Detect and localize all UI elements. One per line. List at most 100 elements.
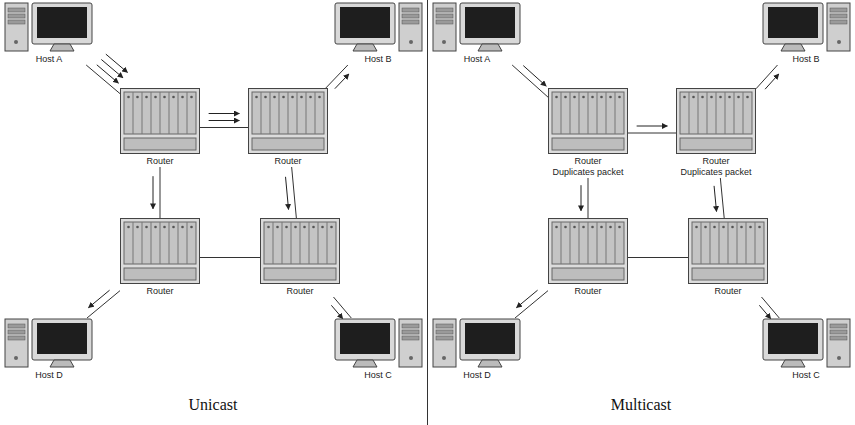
status-led: [321, 226, 324, 229]
packet-arrow: [88, 290, 109, 308]
card-cage: [124, 92, 196, 134]
card-slot: [261, 92, 262, 134]
card-slot: [755, 222, 756, 264]
router-icon: [677, 89, 756, 154]
status-led: [722, 226, 725, 229]
router-icon: [249, 89, 328, 154]
status-led: [136, 226, 139, 229]
packet-arrow: [637, 126, 668, 127]
card-slot: [570, 222, 571, 264]
status-led: [181, 226, 184, 229]
monitor-frame: [763, 319, 823, 360]
drive-bay: [436, 330, 453, 334]
network-link: [515, 290, 548, 318]
tower-case: [433, 319, 456, 367]
card-slot: [151, 92, 152, 134]
network-link: [714, 178, 724, 218]
packet-arrow: [209, 120, 240, 121]
card-slot: [561, 92, 562, 134]
host-icon: [761, 318, 851, 368]
router-chassis: [689, 219, 768, 284]
monitor-frame: [460, 319, 520, 360]
card-slot: [615, 92, 616, 134]
network-link: [153, 167, 160, 218]
card-slot: [734, 92, 735, 134]
card-slot: [187, 222, 188, 264]
status-led: [710, 96, 713, 99]
host-computer: Host B: [761, 2, 851, 65]
monitor-screen: [768, 323, 818, 354]
card-cage: [124, 222, 196, 264]
status-led: [190, 226, 193, 229]
router-label: Router: [146, 156, 173, 167]
host-computer: Host A: [432, 2, 522, 65]
status-led: [740, 226, 743, 229]
status-led: [737, 96, 740, 99]
router: Router: [260, 218, 340, 297]
monitor-screen: [37, 7, 87, 38]
drive-bay: [436, 14, 453, 18]
status-led: [555, 226, 558, 229]
power-band: [552, 138, 624, 150]
card-slot: [169, 92, 170, 134]
card-cage: [252, 92, 324, 134]
packet-arrow: [331, 305, 342, 318]
card-slot: [716, 92, 717, 134]
packet-arrow: [759, 305, 770, 318]
router-icon: [261, 219, 340, 284]
status-led: [172, 226, 175, 229]
card-slot: [698, 92, 699, 134]
packet-arrow: [714, 186, 716, 212]
card-slot: [689, 92, 690, 134]
card-slot: [743, 92, 744, 134]
monitor-frame: [335, 3, 395, 44]
drive-bay: [830, 330, 847, 334]
router-chassis: [261, 219, 340, 284]
status-led: [291, 96, 294, 99]
router-icon: [548, 218, 628, 284]
power-band: [692, 268, 764, 280]
card-slot: [570, 92, 571, 134]
status-led: [276, 226, 279, 229]
host-computer: Host C: [761, 318, 851, 381]
router-chassis: [549, 219, 628, 284]
status-led: [282, 96, 285, 99]
computer-icon: [335, 319, 422, 367]
card-slot: [707, 92, 708, 134]
network-link: [331, 297, 351, 319]
network-link: [286, 167, 297, 218]
packet-arrow: [106, 54, 128, 72]
status-led: [582, 96, 585, 99]
host-icon: [432, 2, 522, 52]
card-slot: [142, 92, 143, 134]
network-link: [326, 65, 349, 89]
drive-bay: [436, 336, 453, 340]
status-led: [330, 226, 333, 229]
card-slot: [579, 92, 580, 134]
router-label: Router: [702, 156, 729, 167]
power-button: [837, 40, 841, 44]
card-slot: [579, 222, 580, 264]
card-slot: [719, 222, 720, 264]
tower-case: [399, 3, 422, 51]
status-led: [163, 96, 166, 99]
card-slot: [701, 222, 702, 264]
link-line: [628, 257, 688, 258]
router-icon: [688, 218, 768, 284]
card-slot: [606, 222, 607, 264]
router-label: Router: [574, 156, 601, 167]
monitor-screen: [340, 323, 390, 354]
packet-arrow: [97, 65, 119, 83]
host-label: Host D: [463, 370, 491, 381]
status-led: [564, 96, 567, 99]
router-chassis: [121, 219, 200, 284]
link-line: [512, 65, 548, 97]
router-chassis: [549, 89, 628, 154]
power-button: [409, 40, 413, 44]
status-led: [309, 96, 312, 99]
status-led: [683, 96, 686, 99]
status-led: [564, 226, 567, 229]
status-led: [300, 96, 303, 99]
status-led: [312, 226, 315, 229]
